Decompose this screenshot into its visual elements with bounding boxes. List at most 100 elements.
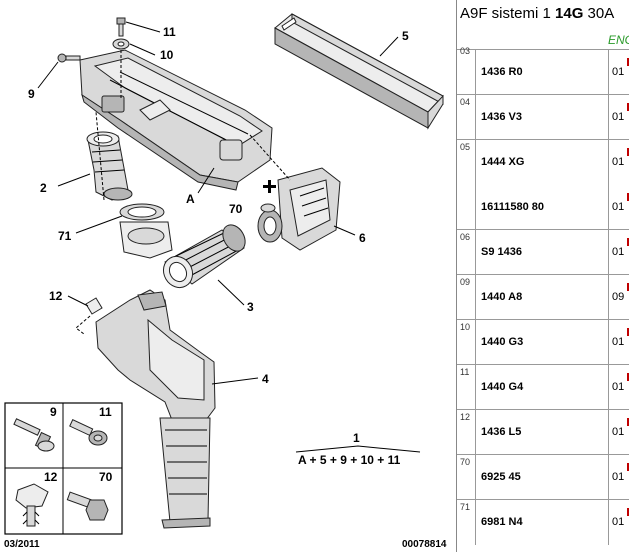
callout-10: 10	[160, 48, 174, 62]
legend-clip-12	[15, 483, 49, 527]
kit-formula: 1 A + 5 + 9 + 10 + 11	[295, 431, 421, 467]
callout-70: 70	[229, 202, 243, 216]
table-divider	[608, 365, 609, 410]
callout-6: 6	[359, 231, 366, 245]
status-marker	[627, 148, 629, 156]
status-marker	[627, 193, 629, 201]
callout-1: 1	[353, 431, 360, 445]
legend-label-12: 12	[44, 470, 58, 484]
exploded-parts-diagram: 11 10 9 5 2 A 70 71 6 12 3 4 1 A + 5 + 9…	[4, 13, 447, 550]
part-quantity: 01	[612, 156, 625, 168]
part-reference-link[interactable]: 1440 G4	[481, 381, 524, 393]
footer-date: 03/2011	[4, 539, 40, 550]
table-divider	[608, 410, 609, 455]
part-quantity: 01	[612, 246, 625, 258]
part-reference-link[interactable]: 1444 XG	[481, 156, 525, 168]
table-divider	[475, 50, 476, 95]
table-divider	[475, 275, 476, 320]
part-quantity: 01	[612, 111, 625, 123]
parts-group-row: 12 1436 L5 01	[457, 409, 629, 455]
parts-group-number: 03	[460, 46, 471, 56]
air-intake-duct-lower[interactable]	[95, 289, 216, 529]
part-reference-link[interactable]: S9 1436	[481, 246, 522, 258]
table-divider	[475, 230, 476, 275]
part-quantity: 01	[612, 381, 625, 393]
parts-group-number: 05	[460, 142, 471, 152]
panel-title-prefix: A9F sistemi 1	[460, 5, 556, 22]
parts-group-number: 06	[460, 232, 471, 242]
parts-group-number: 04	[460, 97, 471, 107]
part-quantity: 01	[612, 201, 625, 213]
panel-title: A9F sistemi 1 14G 30A	[460, 5, 614, 23]
callout-11: 11	[163, 25, 176, 39]
part-reference-link[interactable]: 1436 L5	[481, 426, 522, 438]
part-quantity: 01	[612, 516, 625, 528]
part-quantity: 09	[612, 291, 625, 303]
fastener-legend: 9 11 12 70	[4, 402, 123, 535]
air-filter-housing-upper[interactable]	[79, 49, 273, 191]
legend-screw-11	[69, 419, 108, 446]
bolt-9[interactable]	[57, 53, 81, 63]
status-marker	[627, 508, 629, 516]
table-divider	[475, 320, 476, 365]
plus-marker-icon	[263, 180, 276, 193]
table-divider	[608, 320, 609, 365]
legend-screw-70	[66, 491, 109, 521]
callout-9: 9	[28, 87, 35, 101]
table-divider	[475, 95, 476, 140]
flexible-hose[interactable]	[158, 221, 250, 293]
panel-title-code: 14G	[555, 5, 584, 22]
part-reference-link[interactable]: 6925 45	[481, 471, 521, 483]
table-divider	[608, 95, 609, 140]
part-reference-link[interactable]: 1436 V3	[481, 111, 522, 123]
parts-group-row: 04 1436 V3 01	[457, 94, 629, 140]
callout-5: 5	[402, 29, 409, 43]
table-divider	[475, 140, 476, 230]
callout-12: 12	[49, 289, 63, 303]
status-marker	[627, 328, 629, 336]
leader-lines	[37, 21, 399, 385]
footer-code: 00078814	[402, 539, 447, 550]
callout-71: 71	[58, 229, 72, 243]
status-marker	[627, 58, 629, 66]
part-reference-link[interactable]: 6981 N4	[481, 516, 523, 528]
parts-group-row: 10 1440 G3 01	[457, 319, 629, 365]
parts-group-number: 12	[460, 412, 471, 422]
clip-12[interactable]	[75, 297, 103, 335]
parts-group-row: 09 1440 A8 09	[457, 274, 629, 320]
legend-label-70: 70	[99, 470, 113, 484]
table-divider	[475, 455, 476, 500]
table-divider	[475, 500, 476, 545]
parts-group-number: 11	[460, 367, 470, 377]
table-divider	[608, 275, 609, 320]
clamp-70[interactable]	[260, 203, 276, 213]
parts-group-number: 09	[460, 277, 471, 287]
parts-group-number: 10	[460, 322, 471, 332]
seal-adapter[interactable]	[119, 203, 173, 259]
air-filter-element[interactable]	[274, 13, 444, 130]
nut-10[interactable]	[112, 38, 130, 50]
language-badge[interactable]: ENG	[607, 33, 629, 47]
status-marker	[627, 238, 629, 246]
callout-2: 2	[40, 181, 47, 195]
callout-3: 3	[247, 300, 254, 314]
status-marker	[627, 103, 629, 111]
airflow-sensor-housing[interactable]	[257, 167, 341, 251]
part-quantity: 01	[612, 426, 625, 438]
parts-list-panel: A9F sistemi 1 14G 30A ENG 03 1436 R0 01 04 1…	[456, 0, 629, 552]
table-divider	[608, 230, 609, 275]
table-divider	[608, 140, 609, 230]
part-reference-link[interactable]: 1440 G3	[481, 336, 524, 348]
part-reference-link[interactable]: 1440 A8	[481, 291, 523, 303]
parts-group-row: 05 1444 XG 01 16111580 80 01	[457, 139, 629, 230]
callout-A: A	[186, 192, 195, 206]
part-reference-link[interactable]: 16111580 80	[481, 201, 545, 213]
part-reference-link[interactable]: 1436 R0	[481, 66, 523, 78]
elbow-duct[interactable]	[86, 131, 133, 201]
panel-title-suffix: 30A	[583, 5, 615, 22]
part-quantity: 01	[612, 336, 625, 348]
screw-11[interactable]	[116, 17, 126, 37]
kit-formula-text: A + 5 + 9 + 10 + 11	[298, 453, 401, 467]
